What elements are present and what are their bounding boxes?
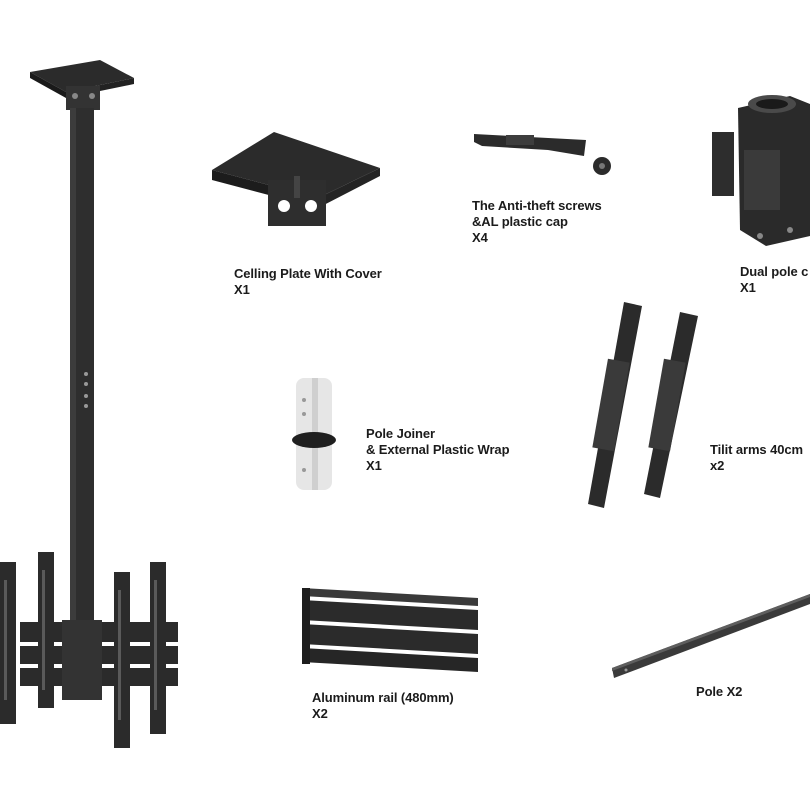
ceiling-plate-image [212,132,380,226]
tilt-arms-qty: x2 [710,458,725,473]
aluminum-rail-qty: X2 [312,706,328,721]
aluminum-rail-image [302,588,478,672]
pole-name: Pole X2 [696,684,743,699]
anti-theft-name-line1: The Anti-theft screws [472,198,602,213]
tilt-arms-label: Tilit arms 40cm x2 [710,442,803,474]
anti-theft-name-line2: &AL plastic cap [472,214,568,229]
dual-pole-qty: X1 [740,280,756,295]
dual-pole-name: Dual pole c [740,264,809,279]
pole-image [612,594,810,678]
pole-joiner-image [292,378,336,490]
assembled-mount-image [0,60,178,748]
ceiling-plate-label: Celling Plate With Cover X1 [234,266,382,298]
anti-theft-qty: X4 [472,230,488,245]
pole-joiner-qty: X1 [366,458,382,473]
pole-joiner-name-line2: & External Plastic Wrap [366,442,510,457]
tilt-arms-image [588,302,698,508]
dual-pole-clamp-image [712,95,810,246]
dual-pole-label: Dual pole c X1 [740,264,808,296]
pole-joiner-name-line1: Pole Joiner [366,426,435,441]
ceiling-plate-name: Celling Plate With Cover [234,266,382,281]
ceiling-plate-qty: X1 [234,282,250,297]
anti-theft-cap-image [474,134,611,175]
pole-joiner-label: Pole Joiner & External Plastic Wrap X1 [366,426,510,474]
aluminum-rail-name: Aluminum rail (480mm) [312,690,454,705]
aluminum-rail-label: Aluminum rail (480mm) X2 [312,690,454,722]
tilt-arms-name: Tilit arms 40cm [710,442,803,457]
pole-label: Pole X2 [696,684,742,700]
anti-theft-label: The Anti-theft screws &AL plastic cap X4 [472,198,602,246]
